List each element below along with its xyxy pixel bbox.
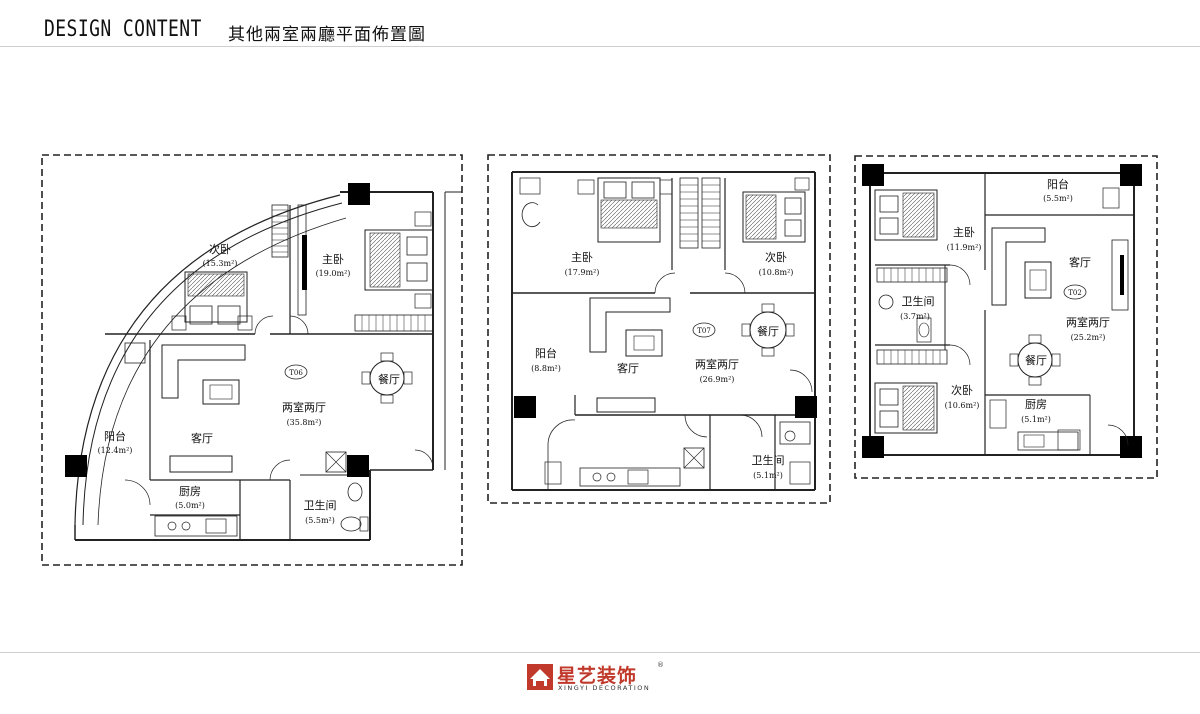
t06-room-name: 餐厅 xyxy=(378,372,400,386)
t06-room-name: 主卧 xyxy=(322,253,344,266)
plan-t02-code-tag: T02 xyxy=(1068,289,1082,297)
page-header: DESIGN CONTENT 其他兩室兩廳平面佈置圖 xyxy=(0,0,1200,50)
title-chinese: 其他兩室兩廳平面佈置圖 xyxy=(228,25,426,45)
t06-room-name: 次卧 xyxy=(209,242,231,256)
brand-logo: 星艺装饰 ® XINGYI DECORATION xyxy=(527,661,687,693)
t06-room-area: (5.5m²) xyxy=(305,516,335,525)
plan-t06 xyxy=(41,154,463,566)
t02-room-name: 主卧 xyxy=(953,226,975,239)
house-logo-icon xyxy=(527,664,553,690)
room-labels: T06 次卧 (15.3m²) 主卧 (19.0m²) 餐厅 两室两厅 (35.… xyxy=(98,177,1110,525)
t02-room-area: (5.5m²) xyxy=(1043,194,1073,203)
brand-name-cn: 星艺装饰 xyxy=(557,665,638,687)
t02-room-name: 餐厅 xyxy=(1025,353,1047,367)
t07-room-area: (17.9m²) xyxy=(565,268,600,277)
plan-t06-boundary xyxy=(41,154,463,566)
t07-room-name: 次卧 xyxy=(765,250,787,264)
t07-room-name: 两室两厅 xyxy=(695,357,739,371)
t02-room-area: (10.6m²) xyxy=(945,401,980,410)
plan-t07 xyxy=(487,154,831,504)
t02-room-name: 次卧 xyxy=(951,383,973,397)
t06-room-name: 厨房 xyxy=(179,485,201,498)
t06-room-name: 卫生间 xyxy=(304,498,337,512)
t07-room-area: (10.8m²) xyxy=(759,268,794,277)
t02-room-area: (5.1m²) xyxy=(1021,415,1051,424)
t02-room-name: 两室两厅 xyxy=(1066,315,1110,329)
t07-room-name: 餐厅 xyxy=(757,324,779,338)
t06-room-name: 阳台 xyxy=(104,429,126,443)
header-divider xyxy=(0,46,1200,47)
t07-room-name: 卫生间 xyxy=(752,453,785,467)
registered-mark: ® xyxy=(657,661,664,669)
t06-room-area: (5.0m²) xyxy=(175,501,205,510)
t06-room-name: 两室两厅 xyxy=(282,400,326,414)
plan-t07-boundary xyxy=(487,154,831,504)
brand-name-en: XINGYI DECORATION xyxy=(558,684,651,692)
plan-t07-code-tag: T07 xyxy=(697,327,711,335)
t02-room-name: 厨房 xyxy=(1025,398,1047,411)
t07-room-name: 阳台 xyxy=(535,346,557,360)
footer-divider xyxy=(0,652,1200,653)
plan-t02 xyxy=(854,155,1158,479)
t06-room-area: (19.0m²) xyxy=(316,269,351,278)
t02-room-name: 阳台 xyxy=(1047,177,1069,191)
plan-t06-code-tag: T06 xyxy=(289,369,303,377)
t02-room-area: (3.7m²) xyxy=(900,312,930,321)
t02-room-name: 卫生间 xyxy=(902,294,935,308)
title-english: DESIGN CONTENT xyxy=(44,17,202,42)
t06-room-area: (12.4m²) xyxy=(98,446,133,455)
t02-room-area: (25.2m²) xyxy=(1071,333,1106,342)
t06-room-area: (15.3m²) xyxy=(203,259,238,268)
t02-room-area: (11.9m²) xyxy=(947,243,982,252)
t07-room-area: (26.9m²) xyxy=(700,375,735,384)
t07-room-area: (8.8m²) xyxy=(531,364,561,373)
t07-room-name: 客厅 xyxy=(617,361,639,375)
t07-room-area: (5.1m²) xyxy=(753,471,783,480)
plan-t02-boundary xyxy=(854,155,1158,479)
t07-room-name: 主卧 xyxy=(571,251,593,264)
t06-room-area: (35.8m²) xyxy=(287,418,322,427)
t06-room-name: 客厅 xyxy=(191,431,213,445)
t02-room-name: 客厅 xyxy=(1069,255,1091,269)
